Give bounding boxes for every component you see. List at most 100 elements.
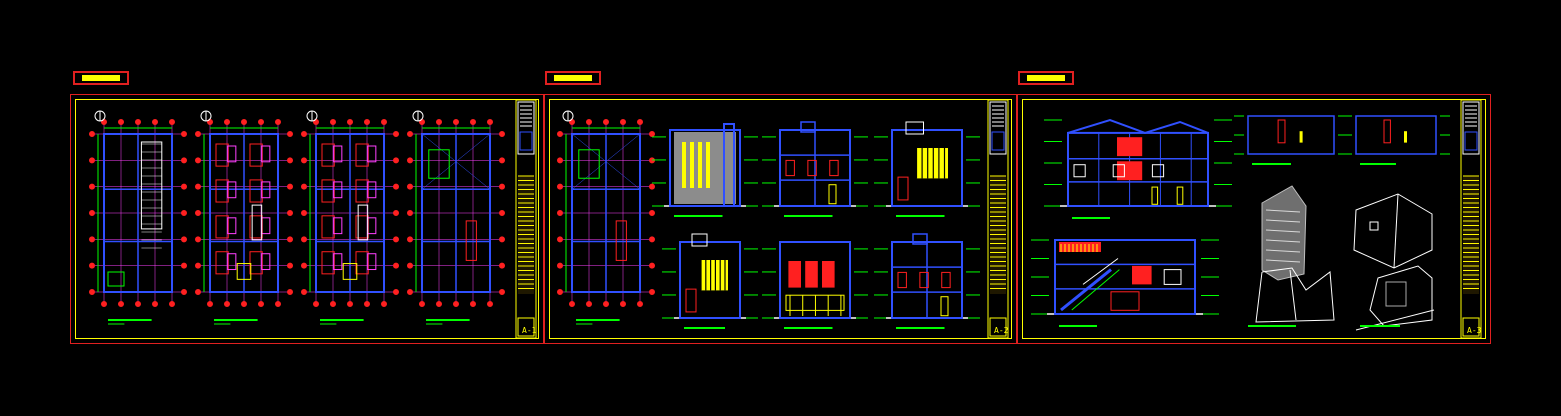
grid-bubble xyxy=(301,183,307,190)
grid-bubble xyxy=(649,262,655,269)
plan-room-furniture xyxy=(215,179,229,203)
elevation-door xyxy=(685,288,697,313)
grid-bubble xyxy=(224,119,230,125)
title-block-key-plan xyxy=(519,131,533,151)
section-stair-rail xyxy=(1082,258,1119,285)
title-block-table xyxy=(1463,176,1479,294)
grid-bubble xyxy=(499,131,505,137)
grid-bubble xyxy=(301,157,307,164)
sheet-a3-code: A-3 xyxy=(1467,326,1482,335)
grid-bubble xyxy=(287,157,293,164)
grid-bubble xyxy=(169,119,175,125)
grid-bubble xyxy=(330,301,336,307)
plan-bed-symbol xyxy=(227,181,237,199)
plan-room-furniture xyxy=(355,251,369,275)
plan-car-symbol xyxy=(107,271,125,287)
section-door xyxy=(1151,186,1159,205)
section-window xyxy=(941,271,951,289)
perspective-3-edge xyxy=(1289,269,1297,321)
perspective-1-detail xyxy=(1265,229,1301,233)
perspective-2-window xyxy=(1369,221,1379,231)
plan-room-furniture xyxy=(215,215,229,239)
grid-bubble xyxy=(557,210,563,216)
elevation-window-band xyxy=(916,148,948,179)
section-red-panel xyxy=(1117,161,1143,181)
title-block-logo xyxy=(517,101,535,155)
grid-bubble xyxy=(557,289,563,295)
grid-bubble xyxy=(381,119,387,125)
perspective-1-detail xyxy=(1265,219,1301,223)
plan-bed-symbol xyxy=(367,253,377,271)
grid-bubble xyxy=(586,119,592,125)
perspective-4-building xyxy=(1369,265,1433,327)
plan-room-furniture xyxy=(321,215,335,239)
grid-bubble xyxy=(301,210,307,216)
elevation-window-strip xyxy=(706,142,710,188)
grid-bubble xyxy=(499,183,505,190)
plan-stair xyxy=(357,204,369,241)
plan-bed-symbol xyxy=(261,181,271,199)
elevation-roof-box xyxy=(691,233,708,247)
plan-bed-symbol xyxy=(261,217,271,235)
sheet-1-title-tag xyxy=(73,71,129,85)
grid-bubble xyxy=(453,119,459,125)
grid-bubble xyxy=(181,183,187,190)
plan-room-furniture xyxy=(215,251,229,275)
elevation-roof-box xyxy=(905,121,924,135)
title-block xyxy=(515,99,537,339)
grid-bubble xyxy=(195,157,201,164)
small-section-outline xyxy=(1247,115,1335,155)
grid-bubble xyxy=(393,157,399,164)
grid-bubble xyxy=(101,301,107,307)
grid-bubble xyxy=(181,289,187,295)
grid-bubble xyxy=(347,301,353,307)
perspective-1-detail xyxy=(1265,249,1301,253)
plan-room-furniture xyxy=(249,215,263,239)
grid-bubble xyxy=(258,301,264,307)
grid-bubble xyxy=(118,301,124,307)
grid-bubble xyxy=(287,183,293,190)
plan-bed-symbol xyxy=(261,253,271,271)
grid-bubble xyxy=(620,119,626,125)
perspective-4-facade-grid xyxy=(1385,281,1407,307)
grid-bubble xyxy=(287,210,293,216)
elevation-outline xyxy=(669,129,741,207)
grid-bubble xyxy=(89,289,95,295)
plan-room-furniture xyxy=(355,215,369,239)
elevation-window-strip xyxy=(698,142,702,188)
grid-bubble xyxy=(393,289,399,295)
elevation-window-strip xyxy=(690,142,694,188)
section-door xyxy=(828,184,837,205)
grid-bubble xyxy=(393,131,399,137)
grid-bubble xyxy=(287,289,293,295)
plan-stair xyxy=(140,141,163,230)
plan-room-furniture xyxy=(355,179,369,203)
grid-bubble xyxy=(407,183,413,190)
perspective-1-detail xyxy=(1265,209,1301,213)
plan-roof-element xyxy=(428,149,450,179)
grid-bubble xyxy=(487,119,493,125)
grid-bubble xyxy=(499,236,505,243)
section-roof-volume xyxy=(912,233,928,245)
grid-bubble xyxy=(181,236,187,243)
grid-bubble xyxy=(393,262,399,269)
grid-bubble xyxy=(195,183,201,190)
grid-bubble xyxy=(407,289,413,295)
section-stair-rail xyxy=(1071,269,1120,311)
grid-bubble xyxy=(224,301,230,307)
plan-bed-symbol xyxy=(227,253,237,271)
grid-bubble xyxy=(649,210,655,216)
grid-bubble xyxy=(89,262,95,269)
sheet-3-title-tag xyxy=(1018,71,1074,85)
sheet-a1-code: A-1 xyxy=(522,326,537,335)
grid-bubble xyxy=(241,301,247,307)
small-section-door xyxy=(1299,131,1303,143)
section-red-panel xyxy=(1117,137,1143,157)
grid-bubble xyxy=(364,301,370,307)
perspective-2-edge xyxy=(1393,193,1399,269)
plan-room-furniture xyxy=(321,251,335,275)
grid-bubble xyxy=(557,157,563,164)
grid-bubble xyxy=(89,236,95,243)
grid-bubble xyxy=(301,289,307,295)
